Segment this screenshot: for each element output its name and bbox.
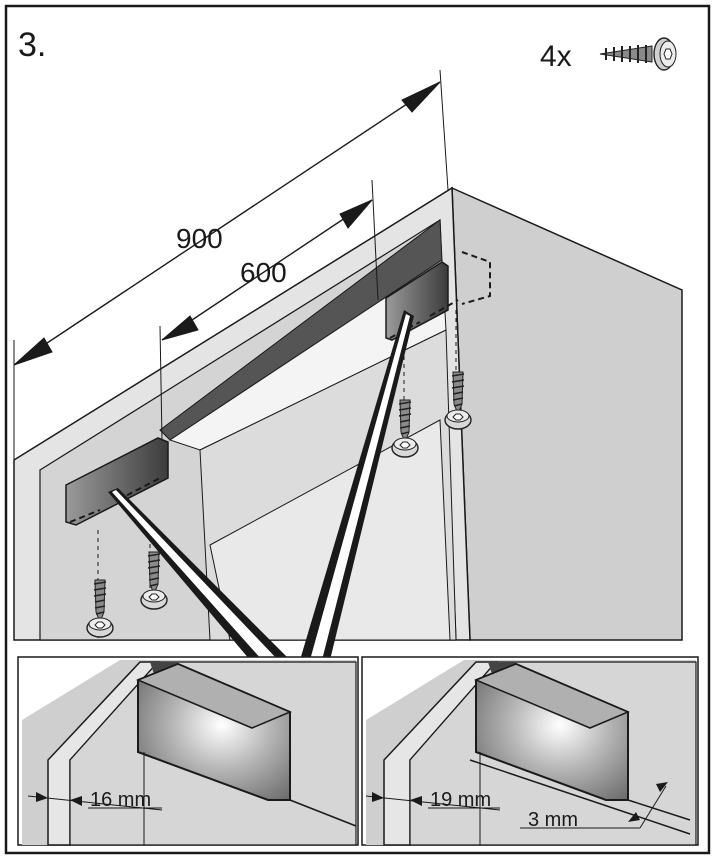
cabinet-illustration — [13, 186, 683, 660]
detail-gap-label: 3 mm — [528, 809, 578, 831]
dimension-outer-label: 900 — [176, 223, 223, 254]
dimension-inner-label: 600 — [240, 257, 287, 288]
screw-count: 4x — [540, 40, 572, 73]
step-number: 3. — [18, 26, 46, 64]
dimension-lines — [13, 69, 449, 470]
detail-thickness-label: 16 mm — [90, 789, 151, 811]
screw-icon — [599, 37, 677, 71]
detail-panel-19mm — [361, 656, 699, 846]
detail-panel-16mm — [17, 656, 359, 846]
detail-thickness-label: 19 mm — [430, 789, 491, 811]
